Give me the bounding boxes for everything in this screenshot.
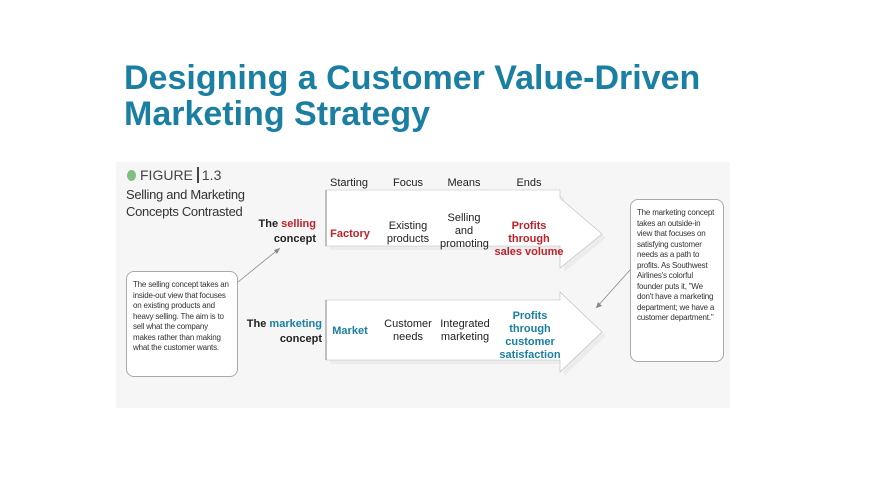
selling-means: Selling and promoting bbox=[440, 212, 489, 250]
marketing-connector bbox=[595, 269, 631, 309]
selling-connector bbox=[237, 247, 281, 283]
marketing-ends: Profits through customer satisfaction bbox=[499, 310, 561, 361]
marketing-concept-label: The marketing concept bbox=[236, 317, 322, 347]
figure-word: FIGURE bbox=[140, 167, 193, 183]
marketing-means: Integrated marketing bbox=[440, 318, 490, 343]
figure-label: FIGURE 1.3 bbox=[127, 167, 221, 183]
selling-concept-prefix: The bbox=[258, 218, 282, 230]
marketing-note: The marketing concept takes an outside-i… bbox=[630, 199, 724, 362]
marketing-concept-highlight: marketing bbox=[269, 318, 322, 330]
column-header-focus: Focus bbox=[393, 177, 423, 189]
selling-concept-suffix: concept bbox=[273, 233, 316, 245]
marketing-starting-point: Market bbox=[332, 325, 368, 337]
figure-number: 1.3 bbox=[196, 167, 221, 183]
slide-title: Designing a Customer Value-Driven Market… bbox=[124, 59, 701, 133]
selling-focus: Existing products bbox=[386, 220, 430, 245]
figure-bullet-icon bbox=[127, 169, 136, 181]
column-header-ends: Ends bbox=[516, 177, 542, 189]
selling-concept-label: The selling concept bbox=[256, 217, 316, 247]
selling-ends: Profits through sales volume bbox=[494, 220, 564, 258]
selling-note: The selling concept takes an inside-out … bbox=[126, 271, 238, 377]
concept-arrows bbox=[325, 189, 606, 376]
marketing-concept-prefix: The bbox=[246, 318, 270, 330]
marketing-concept-suffix: concept bbox=[279, 333, 322, 345]
marketing-arrow bbox=[325, 291, 606, 376]
selling-starting-point: Factory bbox=[330, 228, 370, 240]
selling-arrow bbox=[325, 189, 606, 272]
selling-concept-highlight: selling bbox=[281, 218, 316, 230]
marketing-focus: Customer needs bbox=[384, 318, 432, 343]
column-header-means: Means bbox=[447, 177, 481, 189]
figure-caption: Selling and Marketing Concepts Contraste… bbox=[126, 187, 245, 219]
